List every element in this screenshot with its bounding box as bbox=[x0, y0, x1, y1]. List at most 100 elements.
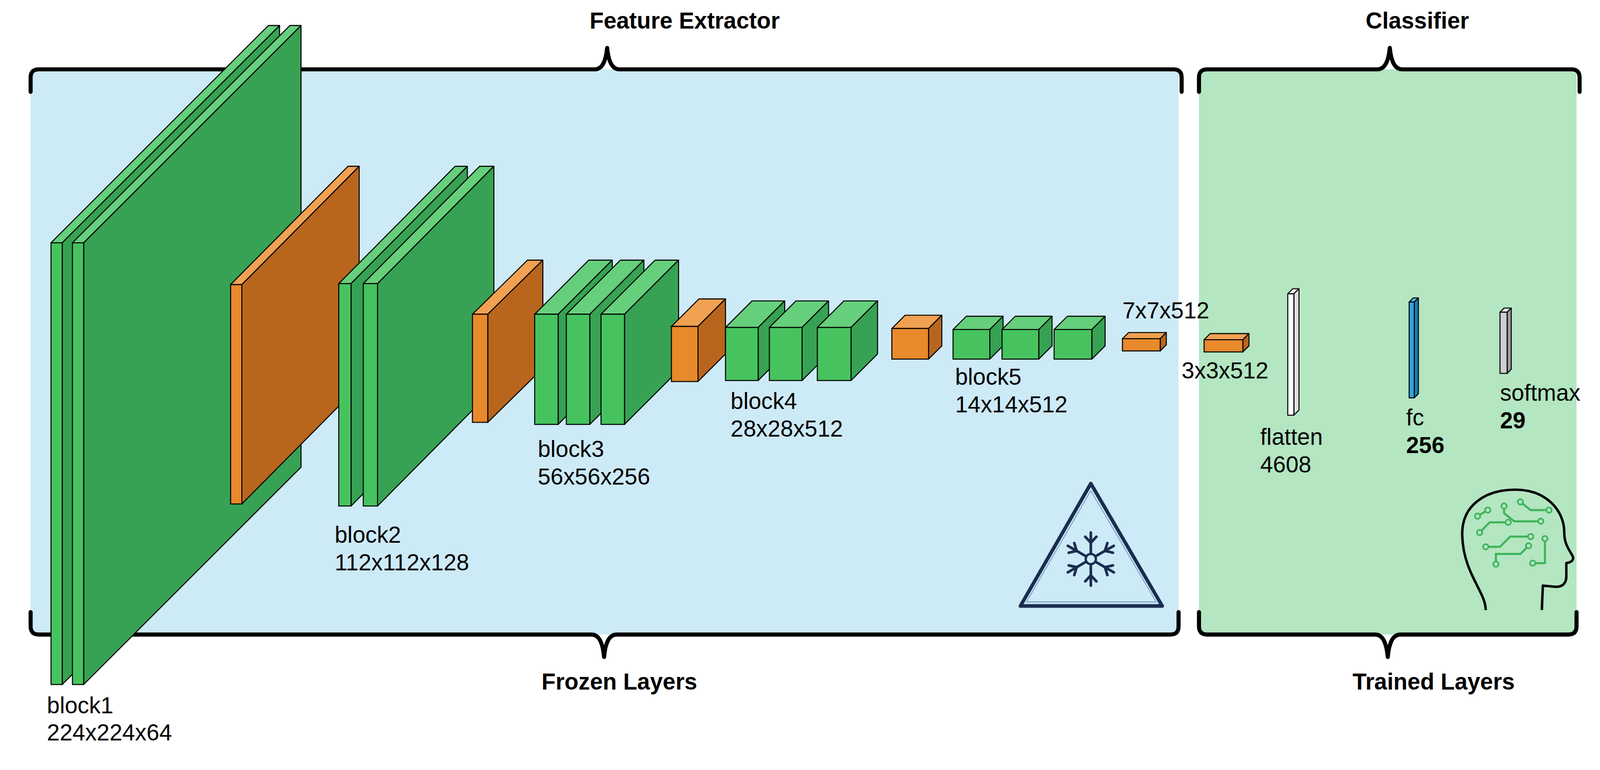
box-side-face bbox=[1293, 288, 1300, 416]
panel-footer: Frozen Layers bbox=[541, 668, 698, 697]
warning-triangle bbox=[1020, 483, 1163, 607]
box-front-face bbox=[72, 242, 84, 685]
circuit-pad bbox=[1537, 518, 1544, 524]
frozen-layers-panel: Feature ExtractorFrozen Layersblock1224x… bbox=[30, 69, 1179, 635]
box-top-face bbox=[1203, 333, 1250, 340]
circuit-trace bbox=[1479, 522, 1509, 533]
snowflake-arm bbox=[1067, 561, 1087, 573]
layer-label: block428x28x512 bbox=[730, 387, 843, 444]
box-front-face bbox=[817, 327, 851, 381]
layer-shape: 28x28x512 bbox=[730, 415, 843, 444]
panel-heading: Classifier bbox=[1365, 7, 1469, 35]
panel-heading: Feature Extractor bbox=[589, 7, 780, 35]
snowflake-arm bbox=[1068, 565, 1077, 568]
circuit-trace bbox=[1485, 536, 1531, 547]
box-front-face bbox=[725, 327, 759, 381]
box-front-face bbox=[1054, 329, 1093, 360]
box-front-face bbox=[1500, 312, 1508, 374]
box-front-face bbox=[50, 242, 63, 685]
pool-layer bbox=[1203, 333, 1250, 352]
group-bracket bbox=[30, 47, 1182, 93]
layer-label: block514x14x512 bbox=[954, 363, 1068, 419]
box-front-face bbox=[1122, 338, 1161, 351]
box-side-face bbox=[1414, 298, 1419, 398]
layer-name: block3 bbox=[537, 435, 650, 464]
circuit-pad bbox=[1485, 507, 1491, 513]
box-front-face bbox=[472, 314, 489, 423]
circuit-pad bbox=[1493, 561, 1499, 568]
layer-name: softmax bbox=[1500, 379, 1581, 408]
box-front-face bbox=[891, 328, 929, 360]
layer-label: 3x3x512 bbox=[1181, 357, 1269, 385]
box-front-face bbox=[230, 284, 242, 505]
box-front-face bbox=[338, 283, 351, 507]
group-bracket bbox=[1199, 47, 1580, 93]
circuit-pad bbox=[1530, 560, 1536, 567]
head-outline bbox=[1462, 490, 1574, 611]
layer-shape: 56x56x256 bbox=[537, 463, 650, 492]
circuit-pad bbox=[1483, 544, 1489, 550]
box-front-face bbox=[534, 314, 558, 425]
layer-label: 7x7x512 bbox=[1122, 297, 1210, 325]
box-side-face bbox=[377, 166, 494, 507]
circuit-trace bbox=[1520, 502, 1550, 511]
box-side-face bbox=[1092, 316, 1106, 360]
pool-layer bbox=[472, 260, 543, 423]
group-bracket bbox=[30, 612, 1179, 658]
snowflake-arm bbox=[1090, 537, 1096, 543]
snowflake-arm bbox=[1074, 543, 1077, 552]
snowflake-arm bbox=[1105, 551, 1113, 554]
trained-panel-ground bbox=[1199, 69, 1577, 635]
warning-triangle-inner bbox=[1026, 491, 1157, 602]
box-side-face bbox=[624, 260, 679, 425]
flatten-layer bbox=[1287, 288, 1300, 416]
circuit-pad bbox=[1525, 543, 1532, 549]
trained-brain-icon bbox=[1462, 490, 1574, 611]
pool-layer bbox=[1122, 332, 1167, 351]
layer-name: block1 bbox=[47, 691, 173, 720]
box-top-face bbox=[1122, 332, 1167, 339]
conv-layer bbox=[363, 166, 494, 507]
layer-name: block4 bbox=[730, 387, 843, 416]
conv-layer bbox=[952, 316, 1003, 360]
layer-label: flatten4608 bbox=[1260, 423, 1323, 479]
circuit-pad bbox=[1527, 534, 1534, 540]
box-front-face bbox=[601, 314, 625, 425]
circuit-pad bbox=[1474, 513, 1481, 520]
layer-shape: 224x224x64 bbox=[47, 719, 173, 747]
conv-layer bbox=[601, 260, 679, 425]
pool-layer bbox=[891, 315, 942, 360]
box-front-face bbox=[1287, 293, 1295, 416]
snowflake-core bbox=[1085, 554, 1096, 565]
snowflake-arm bbox=[1105, 567, 1108, 576]
conv-layer bbox=[817, 300, 878, 381]
layer-shape: 112x112x128 bbox=[334, 549, 470, 577]
snowflake-arm bbox=[1085, 575, 1091, 582]
box-front-face bbox=[952, 329, 990, 360]
layer-name: fc bbox=[1406, 404, 1445, 432]
conv-layer bbox=[1054, 316, 1106, 360]
circuit-pad bbox=[1505, 519, 1511, 525]
conv-layer bbox=[1001, 316, 1052, 360]
layer-label: block2112x112x128 bbox=[334, 521, 470, 577]
box-front-face bbox=[769, 327, 802, 381]
box-side-face bbox=[1242, 333, 1250, 352]
circuit-trace bbox=[1504, 506, 1541, 522]
box-front-face bbox=[671, 326, 698, 382]
frozen-icon bbox=[1020, 483, 1163, 607]
box-front-face bbox=[363, 283, 378, 507]
layer-label: softmax29 bbox=[1500, 379, 1581, 435]
layer-shape: 29 bbox=[1500, 407, 1581, 435]
box-front-face bbox=[1001, 329, 1039, 360]
circuit-pad bbox=[1517, 499, 1523, 505]
box-side-face bbox=[1038, 316, 1052, 360]
pool-layer bbox=[671, 299, 726, 382]
group-bracket bbox=[1199, 612, 1577, 658]
snowflake-arm bbox=[1095, 545, 1114, 557]
layer-name: flatten bbox=[1260, 423, 1323, 452]
circuit-pad bbox=[1501, 503, 1507, 509]
circuit-trace bbox=[1495, 545, 1529, 565]
